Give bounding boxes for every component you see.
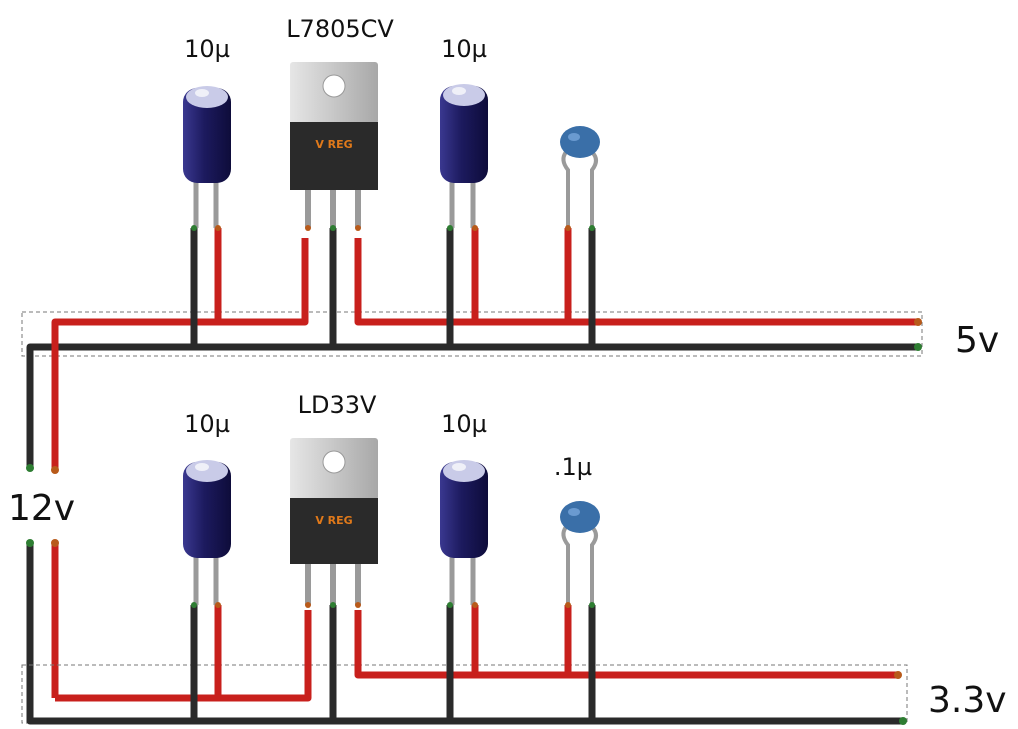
input-wires <box>26 347 59 722</box>
bottom-leads <box>190 605 596 721</box>
electrolytic-capacitor-top-right <box>440 84 488 228</box>
top-leads <box>190 228 596 347</box>
label-top-cap-left: 10µ <box>184 35 230 63</box>
label-bottom-regulator: LD33V <box>298 391 377 419</box>
label-bottom-cap-left: 10µ <box>184 410 230 438</box>
label-output-3v3: 3.3v <box>928 680 1007 721</box>
regulator-marking-bottom: V REG <box>315 514 352 527</box>
electrolytic-capacitor-bottom-right <box>440 460 488 605</box>
label-bottom-ceramic: .1µ <box>554 453 592 481</box>
label-input-voltage: 12v <box>8 488 75 529</box>
electrolytic-capacitor-bottom-left <box>183 460 231 605</box>
label-top-cap-right: 10µ <box>441 35 487 63</box>
regulator-marking-top: V REG <box>315 138 352 151</box>
label-bottom-cap-right: 10µ <box>441 410 487 438</box>
lead-terminals <box>191 225 595 608</box>
label-output-5v: 5v <box>955 320 999 361</box>
voltage-regulator-top: V REG <box>290 62 378 228</box>
bottom-rail-wires <box>21 610 908 725</box>
electrolytic-capacitor-top-left <box>183 86 231 228</box>
ceramic-capacitor-bottom <box>560 501 600 605</box>
ceramic-capacitor-top <box>560 126 600 228</box>
voltage-regulator-bottom: V REG <box>290 438 378 605</box>
label-top-regulator: L7805CV <box>286 15 394 43</box>
top-rail-wires <box>21 238 923 470</box>
